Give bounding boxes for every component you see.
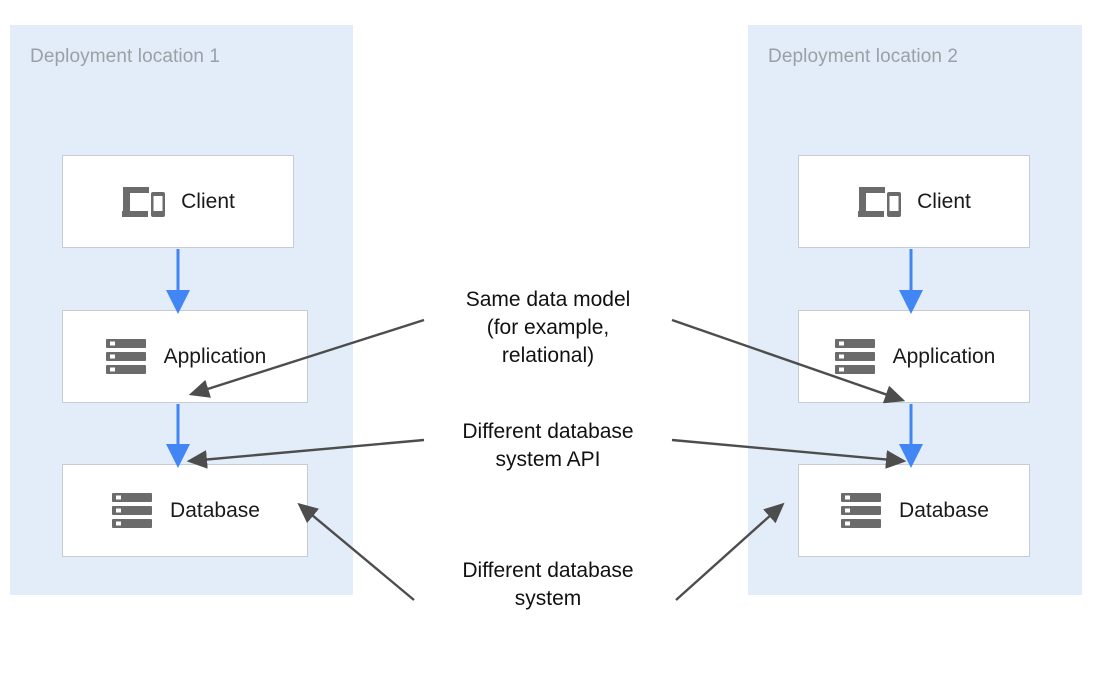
node-database-2-label: Database bbox=[899, 498, 989, 522]
node-application-2[interactable]: Application bbox=[798, 310, 1030, 403]
server-icon bbox=[833, 334, 879, 380]
annotation-different-database-system: Different database system bbox=[462, 559, 634, 610]
node-database-2[interactable]: Database bbox=[798, 464, 1030, 557]
node-application-1[interactable]: Application bbox=[62, 310, 308, 403]
node-client-1[interactable]: Client bbox=[62, 155, 294, 248]
node-application-2-label: Application bbox=[892, 344, 996, 368]
node-client-2[interactable]: Client bbox=[798, 155, 1030, 248]
node-database-1[interactable]: Database bbox=[62, 464, 308, 557]
devices-icon bbox=[121, 179, 167, 225]
server-icon bbox=[110, 488, 156, 534]
node-client-1-label: Client bbox=[181, 189, 235, 213]
annotation-same-data-model: Same data model (for example, relational… bbox=[465, 288, 631, 367]
devices-icon bbox=[857, 179, 903, 225]
deployment-zone-1-label: Deployment location 1 bbox=[30, 46, 221, 67]
server-icon bbox=[104, 334, 150, 380]
server-icon bbox=[839, 488, 885, 534]
annotation-different-database-system-api: Different database system API bbox=[462, 420, 634, 471]
node-database-1-label: Database bbox=[170, 498, 260, 522]
node-application-1-label: Application bbox=[163, 344, 267, 368]
node-client-2-label: Client bbox=[917, 189, 971, 213]
deployment-zone-2-label: Deployment location 2 bbox=[768, 46, 959, 67]
